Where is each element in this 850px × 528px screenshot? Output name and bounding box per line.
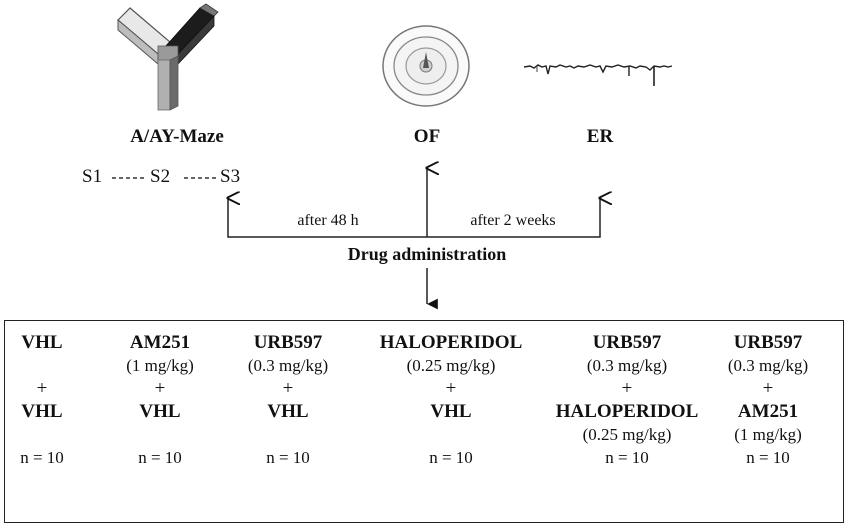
group-vhl-vhl: VHL + VHL n = 10 xyxy=(20,331,64,469)
y-maze-icon xyxy=(117,3,219,111)
group-dose-1: (0.3 mg/kg) xyxy=(727,356,809,375)
group-drug-2: VHL xyxy=(139,401,181,422)
group-drug-1: URB597 xyxy=(733,332,803,353)
group-dose-2 xyxy=(20,423,64,446)
group-drug-2: VHL xyxy=(267,401,309,422)
group-drug-2: AM251 xyxy=(737,401,799,422)
recording-trace-icon xyxy=(523,64,673,86)
open-field-icon xyxy=(382,25,470,107)
group-n: n = 10 xyxy=(20,448,64,467)
group-n: n = 10 xyxy=(138,448,182,467)
group-dose-2 xyxy=(248,423,328,446)
group-plus: + xyxy=(36,378,48,399)
group-drug-1: URB597 xyxy=(592,332,662,353)
group-drug-2: VHL xyxy=(21,401,63,422)
drug-administration-label: Drug administration xyxy=(347,244,507,264)
group-haloperidol-vhl: HALOPERIDOL (0.25 mg/kg) + VHL n = 10 xyxy=(380,331,523,469)
group-dose-2 xyxy=(126,423,194,446)
group-drug-2: HALOPERIDOL xyxy=(555,401,699,422)
session-1: S1 xyxy=(82,166,103,187)
group-dose-1 xyxy=(20,354,64,377)
group-dose-2: (0.25 mg/kg) xyxy=(582,425,672,444)
group-plus: + xyxy=(282,378,294,399)
recording-label: ER xyxy=(586,126,614,147)
group-plus: + xyxy=(621,378,633,399)
session-2: S2 xyxy=(150,166,171,187)
group-n: n = 10 xyxy=(746,448,790,467)
group-urb597-vhl: URB597 (0.3 mg/kg) + VHL n = 10 xyxy=(248,331,328,469)
group-dose-2 xyxy=(380,423,523,446)
group-urb597-am251: URB597 (0.3 mg/kg) + AM251 (1 mg/kg) n =… xyxy=(728,331,808,469)
group-plus: + xyxy=(445,378,457,399)
group-dose-1: (0.3 mg/kg) xyxy=(247,356,329,375)
after-2-weeks-label: after 2 weeks xyxy=(470,212,556,229)
group-dose-1: (0.25 mg/kg) xyxy=(406,356,496,375)
group-plus: + xyxy=(154,378,166,399)
open-field-label: OF xyxy=(413,126,441,147)
treatment-groups-panel: VHL + VHL n = 10 AM251 (1 mg/kg) + VHL n… xyxy=(4,320,844,523)
group-drug-1: HALOPERIDOL xyxy=(379,332,523,353)
maze-label: A/AY-Maze xyxy=(130,126,224,147)
group-dose-2: (1 mg/kg) xyxy=(734,425,802,444)
group-n: n = 10 xyxy=(266,448,310,467)
timeline-line xyxy=(228,198,600,238)
session-3: S3 xyxy=(220,166,241,187)
group-n: n = 10 xyxy=(605,448,649,467)
group-am251-vhl: AM251 (1 mg/kg) + VHL n = 10 xyxy=(126,331,194,469)
group-plus: + xyxy=(762,378,774,399)
group-n: n = 10 xyxy=(429,448,473,467)
group-drug-1: AM251 xyxy=(129,332,191,353)
group-dose-1: (1 mg/kg) xyxy=(126,356,194,375)
group-urb597-haloperidol: URB597 (0.3 mg/kg) + HALOPERIDOL (0.25 m… xyxy=(556,331,699,469)
group-drug-1: URB597 xyxy=(253,332,323,353)
group-dose-1: (0.3 mg/kg) xyxy=(586,356,668,375)
after-48h-label: after 48 h xyxy=(297,212,359,229)
group-drug-2: VHL xyxy=(430,401,472,422)
group-drug-1: VHL xyxy=(21,332,63,353)
